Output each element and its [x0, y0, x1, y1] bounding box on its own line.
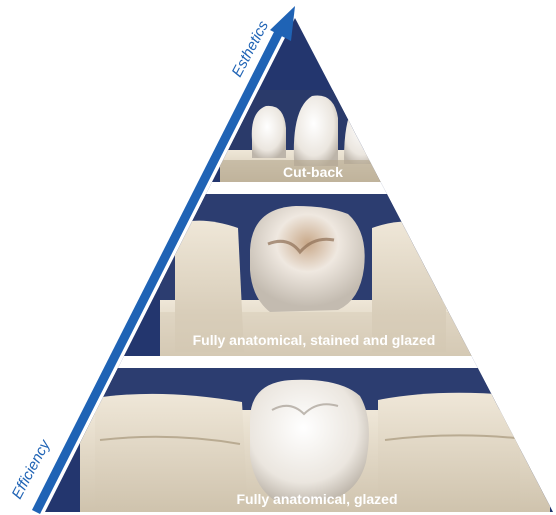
tier-separator: [0, 182, 556, 194]
tier-label-glazed: Fully anatomical, glazed: [236, 491, 397, 507]
tier-label-cutback: Cut-back: [283, 164, 343, 180]
tier-separator: [0, 356, 556, 368]
tier-label-stained-glazed: Fully anatomical, stained and glazed: [193, 332, 436, 348]
